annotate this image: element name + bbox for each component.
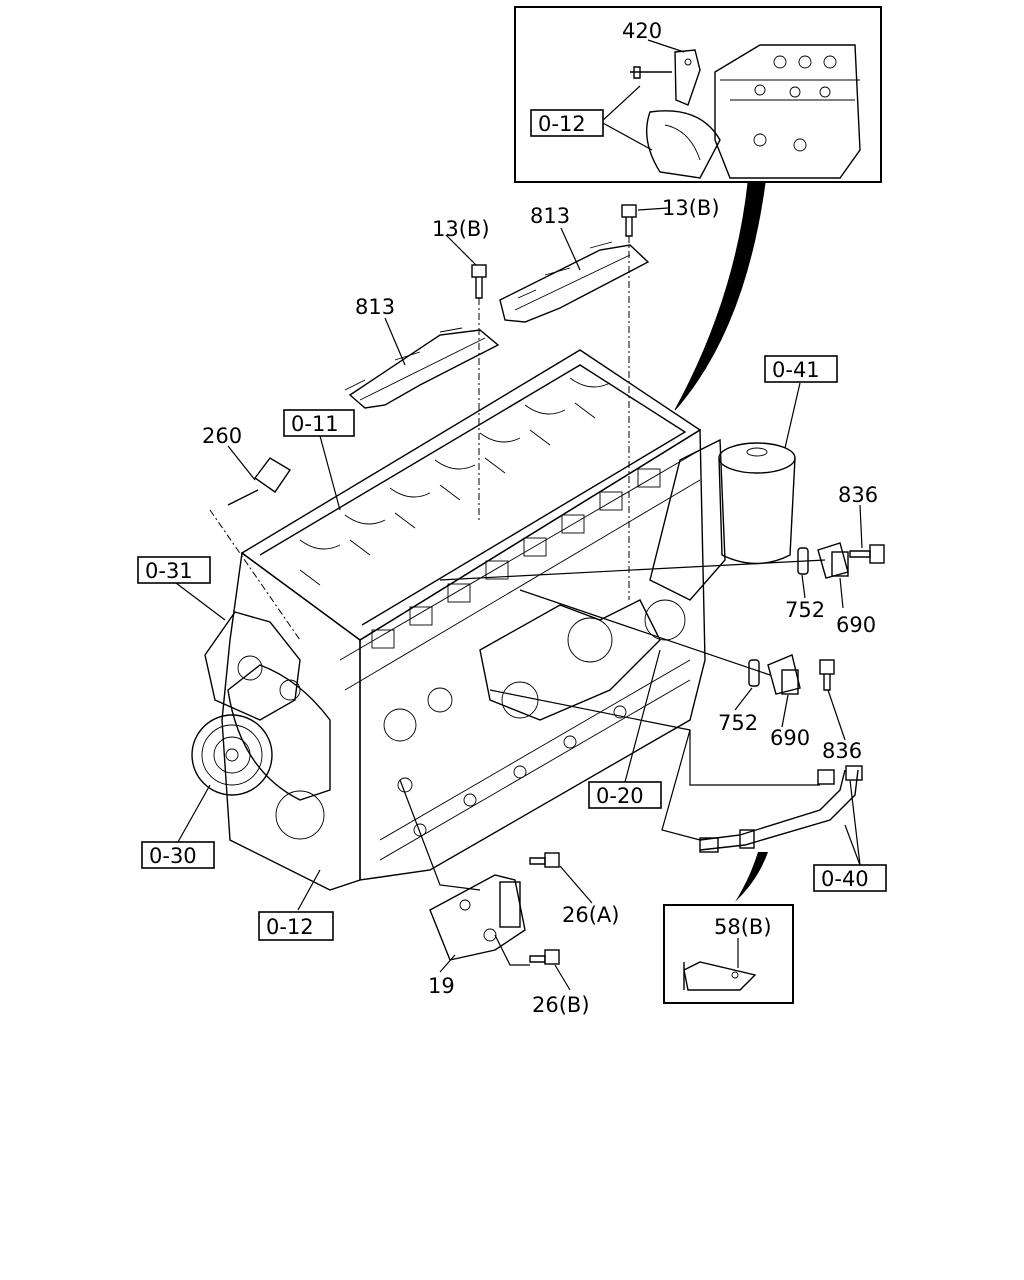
engine-block (221, 349, 706, 891)
label-26a: 26(A) (562, 903, 619, 927)
bolt-836-b (819, 659, 835, 691)
label-813-left: 813 (355, 295, 395, 319)
label-752-b: 752 (718, 711, 758, 735)
harness-813-rear (499, 241, 650, 323)
sensor-752-b (748, 659, 760, 687)
bolt26b-leader (494, 934, 530, 966)
label-0-12: 0-12 (266, 915, 314, 939)
label-690-a: 690 (836, 613, 876, 637)
oil-filter-0-41 (649, 438, 796, 601)
label-836-b: 836 (822, 739, 862, 763)
label-0-41: 0-41 (772, 358, 820, 382)
label-690-b: 690 (770, 726, 810, 750)
label-box-0-41 (764, 355, 838, 383)
label-0-40: 0-40 (821, 867, 869, 891)
label-836-top: 836 (838, 483, 878, 507)
label-box-0-40 (813, 864, 887, 892)
sensor-axis (209, 509, 301, 641)
label-0-11: 0-11 (291, 412, 339, 436)
label-box-0-12 (258, 911, 334, 941)
bolt-836-a (849, 544, 885, 564)
bolt-13b-right (621, 204, 637, 237)
crank-pulley (191, 714, 273, 796)
label-420: 420 (622, 19, 662, 43)
bracket-690-b (767, 654, 801, 695)
bolt-26b (529, 949, 560, 965)
harness-813-front (344, 327, 500, 409)
inset-detail-frame (514, 6, 882, 183)
label-58b: 58(B) (714, 915, 772, 939)
oil-pipe-0-40 (699, 765, 863, 853)
detail-frame-58b (663, 904, 794, 1004)
inset-pointer-swoosh (674, 182, 766, 411)
sensor-260 (227, 457, 291, 506)
pipe-leader-2 (689, 730, 820, 786)
label-0-12-inset: 0-12 (538, 112, 586, 136)
label-260: 260 (202, 424, 242, 448)
label-box-0-30 (141, 841, 215, 869)
label-0-30: 0-30 (149, 844, 197, 868)
label-813-top: 813 (530, 204, 570, 228)
bracket-19 (429, 874, 526, 961)
label-13b-left: 13(B) (432, 217, 490, 241)
label-0-31: 0-31 (145, 559, 193, 583)
leader-lines (175, 207, 863, 991)
bolt-26a (529, 852, 560, 868)
label-box-0-12-inset (530, 109, 604, 137)
front-accessory-0-31 (204, 611, 301, 721)
label-box-0-11 (283, 409, 355, 437)
axis-line-690a (439, 559, 826, 581)
label-19: 19 (428, 974, 455, 998)
label-box-0-31 (137, 556, 211, 584)
label-box-0-20 (588, 781, 662, 809)
callout-labels: 420 0-12 13(B) 13(B) 813 813 0-41 0-11 2… (137, 19, 887, 1017)
bolt-13b-left (471, 264, 487, 299)
label-0-20: 0-20 (596, 784, 644, 808)
bracket-690-a (817, 542, 849, 579)
detail-pointer-swoosh (735, 852, 768, 902)
label-752-a: 752 (785, 598, 825, 622)
pipe-leader (489, 689, 701, 841)
label-26b: 26(B) (532, 993, 590, 1017)
axis-line-690b (519, 589, 771, 676)
bolt26-leader (399, 779, 481, 891)
label-13b-right: 13(B) (662, 196, 720, 220)
